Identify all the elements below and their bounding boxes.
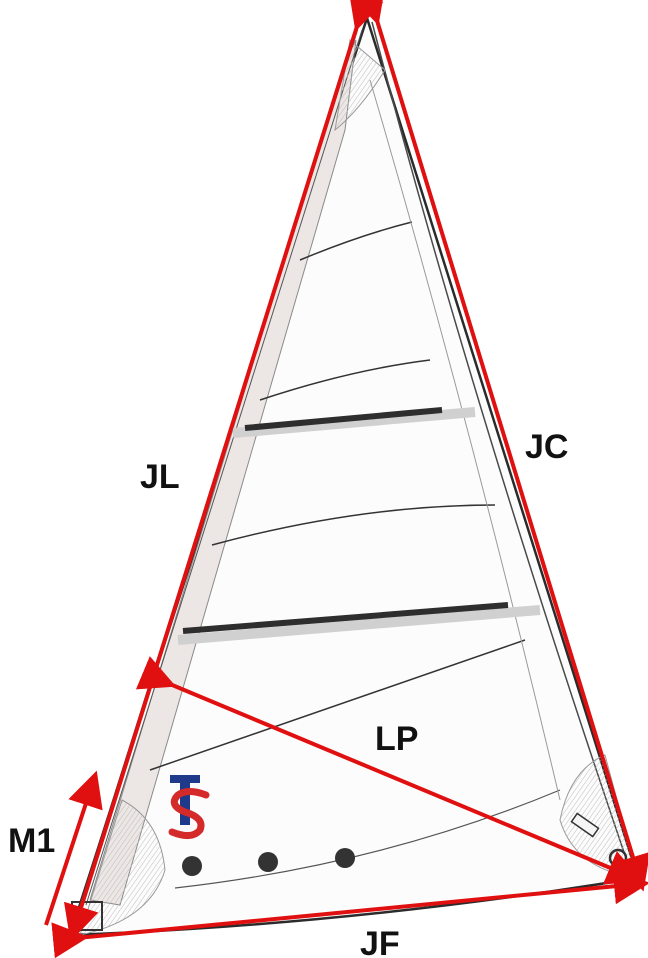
jl-arrow (63, 0, 384, 942)
sail-dot-1 (182, 856, 202, 876)
sail-dot-3 (335, 848, 355, 868)
sail-dot-2 (258, 852, 278, 872)
m1-arrow (44, 770, 103, 926)
measurement-arrows (44, 0, 648, 958)
lp-arrow (135, 656, 644, 885)
m1-label: M1 (8, 822, 55, 860)
jf-arrow (51, 868, 648, 958)
lp-label: LP (375, 720, 418, 758)
jl-label: JL (140, 458, 180, 496)
jf-label: JF (360, 925, 400, 958)
jc-label: JC (525, 428, 568, 466)
